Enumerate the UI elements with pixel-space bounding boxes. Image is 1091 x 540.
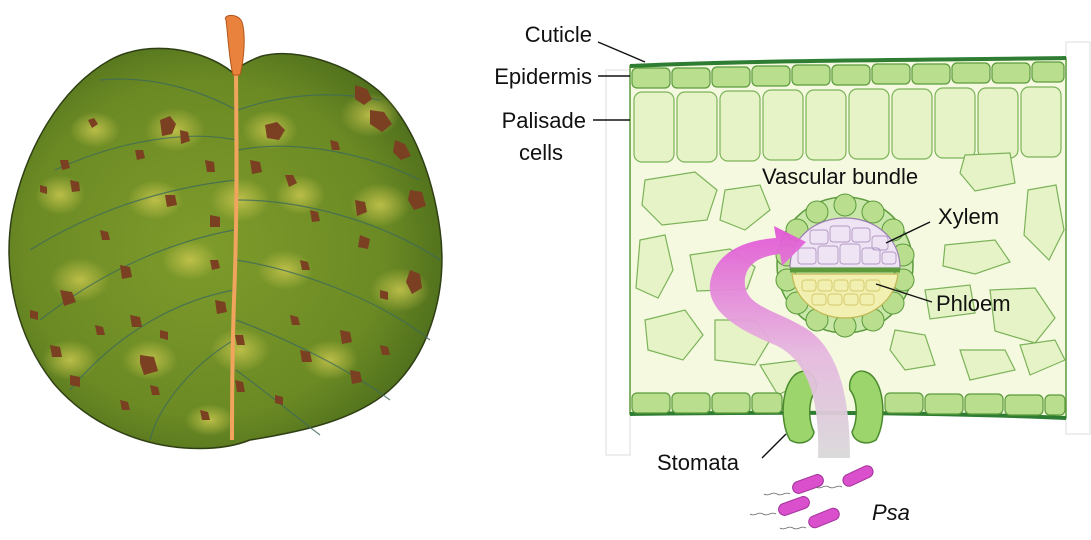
stomata-leader bbox=[762, 434, 786, 458]
section-right-edge bbox=[1066, 42, 1090, 434]
psa-bacteria bbox=[777, 464, 875, 530]
label-cuticle: Cuticle bbox=[525, 22, 592, 47]
label-stomata: Stomata bbox=[657, 450, 740, 475]
cuticle-leader bbox=[598, 42, 645, 62]
label-palisade-cells: cells bbox=[519, 140, 563, 165]
leaf-petiole bbox=[225, 15, 244, 75]
label-psa: Psa bbox=[872, 500, 910, 525]
label-palisade: Palisade bbox=[502, 108, 586, 133]
section-left-edge bbox=[606, 70, 630, 455]
label-xylem: Xylem bbox=[938, 204, 999, 229]
label-vascular-bundle: Vascular bundle bbox=[762, 164, 918, 189]
diseased-leaf bbox=[9, 15, 442, 448]
label-phloem: Phloem bbox=[936, 291, 1011, 316]
label-epidermis: Epidermis bbox=[494, 64, 592, 89]
